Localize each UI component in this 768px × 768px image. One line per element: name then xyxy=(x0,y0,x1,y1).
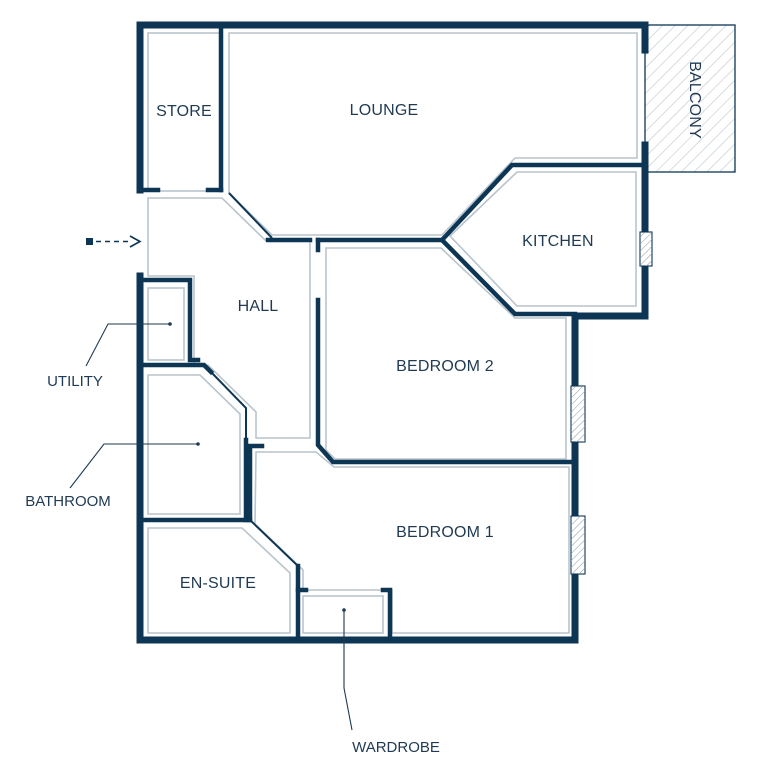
room-label-en-suite: EN-SUITE xyxy=(180,575,256,592)
room-label-store: STORE xyxy=(156,103,212,120)
room-label-bedroom-2: BEDROOM 2 xyxy=(396,358,494,375)
balcony xyxy=(644,24,736,173)
callout-label-utility: UTILITY xyxy=(47,373,103,390)
room-label-lounge: LOUNGE xyxy=(350,102,419,119)
windows xyxy=(570,231,653,575)
room-label-hall: HALL xyxy=(238,298,279,315)
room-label-kitchen: KITCHEN xyxy=(522,233,594,250)
inner-walls xyxy=(137,22,648,643)
dashed-arrow-right-icon xyxy=(86,235,142,248)
outer-walls xyxy=(136,21,649,644)
callout-label-bathroom: BATHROOM xyxy=(25,493,111,510)
room-label-bedroom-1: BEDROOM 1 xyxy=(396,524,494,541)
room-label-balcony: BALCONY xyxy=(686,61,703,139)
wall-lining xyxy=(147,32,638,634)
callout-label-wardrobe: WARDROBE xyxy=(352,739,440,756)
callout-leaders xyxy=(69,322,353,731)
